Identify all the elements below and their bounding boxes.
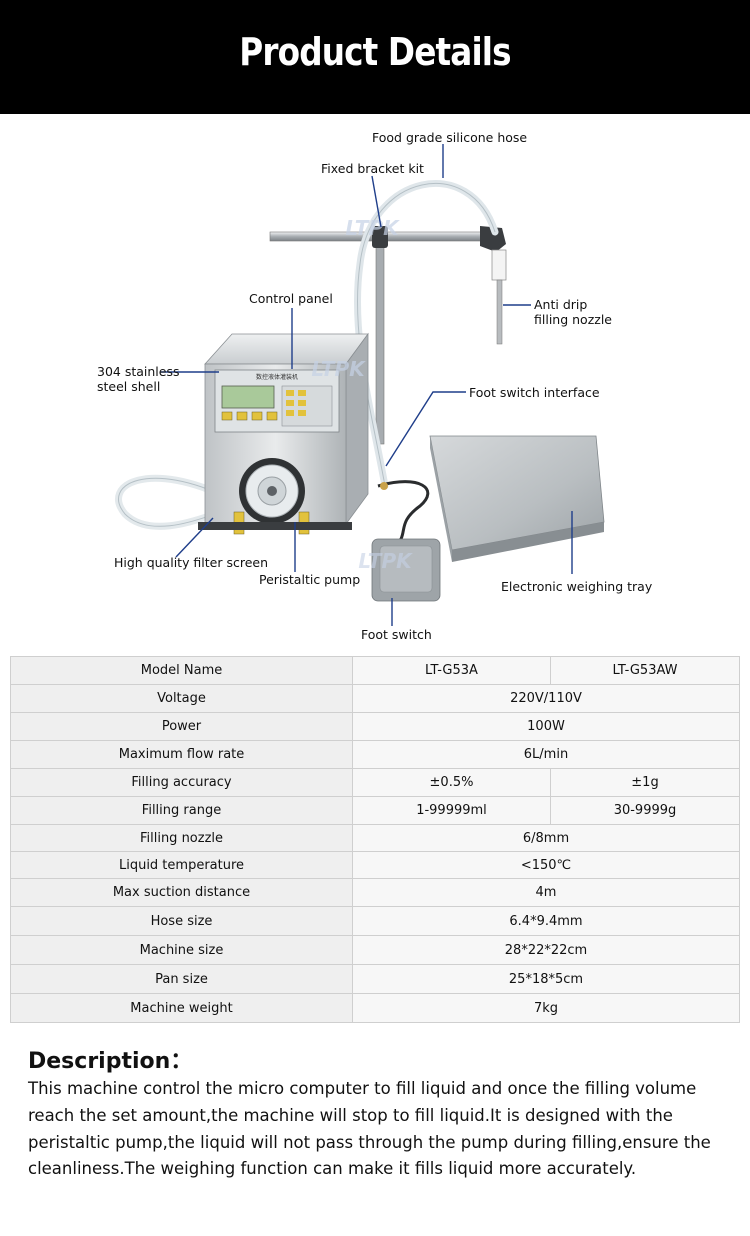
spec-label: Machine weight — [10, 993, 353, 1023]
spec-label: Power — [10, 712, 353, 741]
table-row: Filling accuracy ±0.5% ±1g — [10, 768, 740, 797]
description-text: This machine control the micro computer … — [28, 1079, 711, 1179]
spec-value: ±1g — [550, 768, 740, 797]
spec-label: Max suction distance — [10, 878, 353, 907]
table-row: Machine size 28*22*22cm — [10, 935, 740, 965]
spec-value: 25*18*5cm — [352, 964, 740, 994]
callout-foot-switch-interface: Foot switch interface — [469, 385, 600, 400]
leader-lines — [160, 144, 573, 626]
callout-steel-shell: 304 stainless steel shell — [97, 364, 180, 394]
spec-label: Model Name — [10, 656, 353, 685]
table-row: Maximum flow rate 6L/min — [10, 740, 740, 769]
spec-value: 30-9999g — [550, 796, 740, 825]
spec-label: Pan size — [10, 964, 353, 994]
callout-bracket-kit: Fixed bracket kit — [321, 161, 424, 176]
spec-value: 100W — [352, 712, 740, 741]
spec-value: 4m — [352, 878, 740, 907]
lcd-screen — [221, 385, 275, 409]
bracket-clamp — [372, 226, 388, 248]
callout-foot-switch: Foot switch — [361, 627, 432, 642]
table-row: Machine weight 7kg — [10, 993, 740, 1023]
spec-label: Hose size — [10, 906, 353, 936]
table-row: Voltage 220V/110V — [10, 684, 740, 713]
header-banner: Product Details — [0, 0, 750, 114]
callout-peristaltic-pump: Peristaltic pump — [259, 572, 361, 587]
spec-label: Machine size — [10, 935, 353, 965]
watermark: LTPK — [345, 216, 400, 240]
callout-anti-drip: Anti drip filling nozzle — [534, 297, 612, 327]
spec-label: Filling accuracy — [10, 768, 353, 797]
spec-value: ±0.5% — [352, 768, 551, 797]
nozzle-holder — [480, 226, 506, 252]
spec-value: 220V/110V — [352, 684, 740, 713]
specs-table: Model Name LT-G53A LT-G53AW Voltage 220V… — [10, 656, 740, 1023]
table-row: Filling range 1-99999ml 30-9999g — [10, 796, 740, 825]
table-row: Hose size 6.4*9.4mm — [10, 906, 740, 936]
spec-label: Filling range — [10, 796, 353, 825]
anti-drip-nozzle — [496, 279, 503, 345]
spec-label: Filling nozzle — [10, 824, 353, 852]
watermark: LTPK — [358, 549, 413, 573]
callout-silicone-hose: Food grade silicone hose — [372, 130, 528, 145]
table-row: Liquid temperature <150℃ — [10, 851, 740, 879]
spec-value: 6.4*9.4mm — [352, 906, 740, 936]
bracket-post — [375, 233, 385, 445]
spec-value: 28*22*22cm — [352, 935, 740, 965]
spec-label: Maximum flow rate — [10, 740, 353, 769]
spec-value: LT-G53AW — [550, 656, 740, 685]
machine-drawing: 数控液体灌装机 LTPK LTPK LTPK — [115, 144, 605, 626]
table-row: Filling nozzle 6/8mm — [10, 824, 740, 852]
spec-value: 1-99999ml — [352, 796, 551, 825]
nozzle-connector — [491, 249, 507, 281]
watermark: LTPK — [311, 357, 366, 381]
table-row: Max suction distance 4m — [10, 878, 740, 907]
spec-value: 6L/min — [352, 740, 740, 769]
table-row: Pan size 25*18*5cm — [10, 964, 740, 994]
description-title: Description： — [28, 1049, 193, 1074]
silicone-hose-edge — [356, 183, 496, 487]
spec-value: <150℃ — [352, 851, 740, 879]
table-row: Model Name LT-G53A LT-G53AW — [10, 656, 740, 685]
product-illustration: 数控液体灌装机 LTPK LTPK LTPK — [0, 114, 750, 654]
spec-label: Liquid temperature — [10, 851, 353, 879]
page-title: Product Details — [239, 30, 511, 74]
spec-value: LT-G53A — [352, 656, 551, 685]
panel-caption: 数控液体灌装机 — [256, 373, 298, 381]
callout-control-panel: Control panel — [249, 291, 333, 306]
callout-weighing-tray: Electronic weighing tray — [501, 579, 653, 594]
callout-filter-screen: High quality filter screen — [114, 555, 269, 570]
spec-value: 7kg — [352, 993, 740, 1023]
spec-label: Voltage — [10, 684, 353, 713]
table-row: Power 100W — [10, 712, 740, 741]
spec-value: 6/8mm — [352, 824, 740, 852]
